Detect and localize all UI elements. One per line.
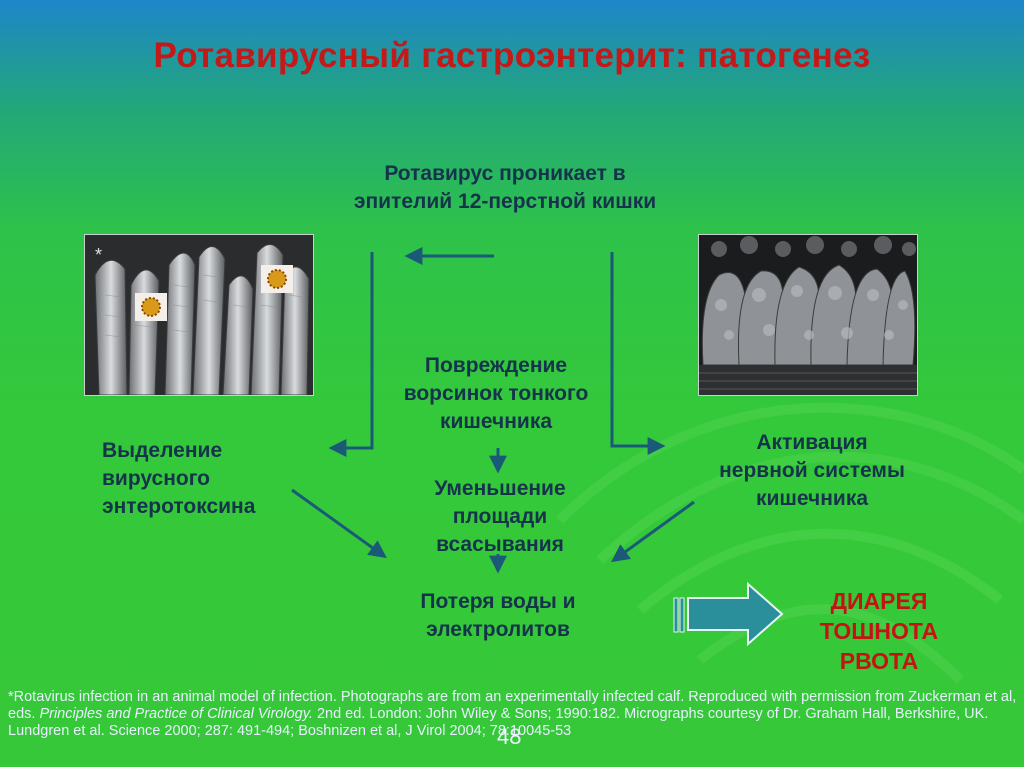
node-line: Активация xyxy=(756,431,868,454)
node-absorption-decrease: Уменьшение площади всасывания xyxy=(390,475,610,559)
outcome-symptoms: ДИАРЕЯ ТОШНОТА РВОТА xyxy=(806,586,952,676)
node-water-loss: Потеря воды и электролитов xyxy=(380,588,616,644)
footnote-part: 2nd ed. London: John Wiley & Sons; 1990:… xyxy=(8,706,989,739)
outcome-line: ТОШНОТА xyxy=(819,618,939,644)
big-arrow-icon xyxy=(673,581,784,647)
outcome-line: РВОТА xyxy=(839,648,919,674)
node-line: площади xyxy=(452,505,548,528)
footnote-part: *Rotavirus infection in an animal model … xyxy=(8,689,1017,722)
node-line: всасывания xyxy=(436,533,564,556)
micrograph-marker: * xyxy=(95,245,102,265)
node-line: Ротавирус проникает в xyxy=(384,162,626,185)
arrow-toxin-to-loss xyxy=(291,488,387,559)
footnote-citation: *Rotavirus infection in an animal model … xyxy=(8,689,1018,740)
virus-icon xyxy=(261,265,293,293)
virus-icon xyxy=(135,293,167,321)
node-line: Уменьшение xyxy=(434,477,566,500)
node-line: нервной системы xyxy=(719,459,905,482)
micrograph-right xyxy=(698,234,918,396)
slide-number: 48 xyxy=(497,724,522,749)
node-rotavirus-entry: Ротавирус проникает в эпителий 12-перстн… xyxy=(300,160,710,216)
arrow-left-branch xyxy=(328,252,374,457)
node-line: электролитов xyxy=(426,618,570,641)
node-line: ворсинок тонкого xyxy=(403,382,589,405)
node-line: кишечника xyxy=(755,487,869,510)
node-line: эпителий 12-перстной кишки xyxy=(353,190,657,213)
slide-title: Ротавирусный гастроэнтерит: патогенез xyxy=(153,36,871,75)
arrow-nervous-to-loss xyxy=(611,500,695,563)
node-villi-damage: Повреждение ворсинок тонкого кишечника xyxy=(370,352,622,436)
node-line: Повреждение xyxy=(424,354,568,377)
outcome-line: ДИАРЕЯ xyxy=(830,588,928,614)
node-enterotoxin: Выделение вирусного энтеротоксина xyxy=(102,437,322,521)
micrograph-left: * xyxy=(84,234,314,396)
node-nervous-activation: Активация нервной системы кишечника xyxy=(692,429,932,513)
footnote-book-title: Principles and Practice of Clinical Viro… xyxy=(39,706,313,722)
node-line: вирусного xyxy=(102,467,211,490)
arrow-right-branch xyxy=(610,252,666,455)
node-line: энтеротоксина xyxy=(102,495,256,518)
node-line: Выделение xyxy=(102,439,223,462)
node-line: кишечника xyxy=(439,410,553,433)
node-line: Потеря воды и xyxy=(420,590,576,613)
